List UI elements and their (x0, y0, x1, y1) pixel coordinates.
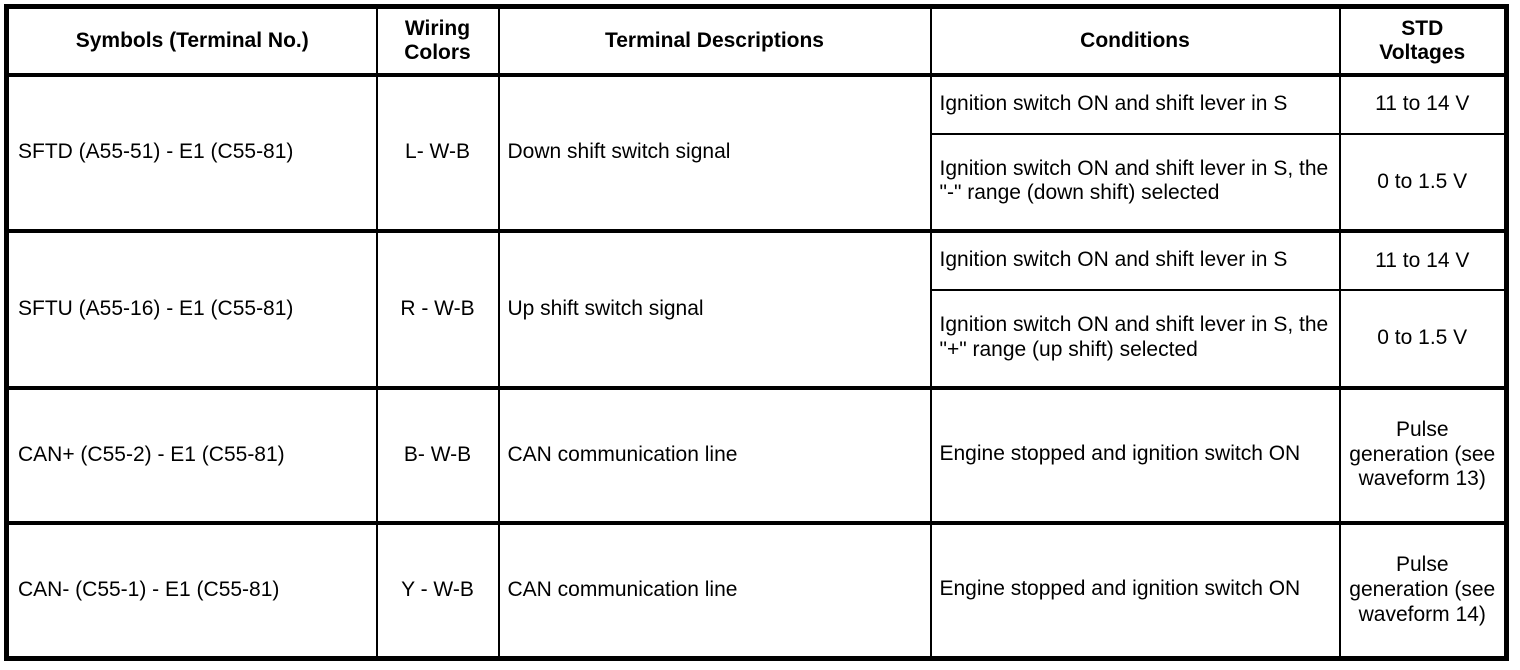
column-header-std-voltages-line1: STD (1401, 17, 1444, 41)
column-header-symbols: Symbols (Terminal No.) (5, 5, 378, 76)
cell-condition: Ignition switch ON and shift lever in S,… (929, 289, 1341, 390)
cell-condition: Engine stopped and ignition switch ON (929, 385, 1341, 525)
column-header-wiring-colors-line2: Colors (404, 40, 471, 64)
column-header-conditions-label: Conditions (1080, 28, 1190, 52)
table-row: Ignition switch ON and shift lever in S,… (7, 289, 1508, 390)
column-header-std-voltages: STD Voltages (1338, 5, 1508, 76)
cell-condition: Ignition switch ON and shift lever in S (929, 72, 1341, 135)
cell-symbols: CAN- (C55-1) - E1 (C55-81) (5, 520, 378, 661)
column-header-wiring-colors-line1: Wiring (404, 17, 471, 41)
column-header-wiring-colors: Wiring Colors (375, 5, 500, 76)
column-header-conditions: Conditions (929, 5, 1341, 76)
cell-symbols: CAN+ (C55-2) - E1 (C55-81) (5, 385, 378, 525)
cell-symbols: SFTU (A55-16) - E1 (C55-81) (5, 229, 378, 390)
cell-wiring-colors: B- W-B (375, 385, 500, 525)
table-row: Ignition switch ON and shift lever in S,… (7, 132, 1508, 234)
table-header: Symbols (Terminal No.) Wiring Colors Ter… (5, 5, 1508, 76)
column-header-terminal-descriptions: Terminal Descriptions (497, 5, 932, 76)
cell-terminal-description: CAN communication line (497, 520, 932, 661)
cell-terminal-description: Up shift switch signal (497, 229, 932, 390)
cell-std-voltage: 0 to 1.5 V (1338, 289, 1508, 390)
cell-wiring-colors: R - W-B (375, 229, 500, 390)
cell-wiring-colors: L- W-B (375, 72, 500, 234)
cell-std-voltage: Pulse generation (see waveform 13) (1338, 385, 1508, 525)
terminal-specification-table: Symbols (Terminal No.) Wiring Colors Ter… (4, 4, 1509, 661)
cell-std-voltage: 11 to 14 V (1338, 72, 1508, 135)
cell-std-voltage: 0 to 1.5 V (1338, 132, 1508, 234)
cell-terminal-description: Down shift switch signal (497, 72, 932, 234)
cell-wiring-colors: Y - W-B (375, 520, 500, 661)
cell-condition: Engine stopped and ignition switch ON (929, 520, 1341, 661)
header-row: Symbols (Terminal No.) Wiring Colors Ter… (5, 5, 1508, 76)
cell-std-voltage: 11 to 14 V (1338, 229, 1508, 292)
cell-symbols: SFTD (A55-51) - E1 (C55-81) (5, 72, 378, 234)
cell-terminal-description: CAN communication line (497, 385, 932, 525)
column-header-symbols-label: Symbols (Terminal No.) (75, 28, 309, 52)
column-header-std-voltages-line2: Voltages (1379, 40, 1466, 64)
cell-condition: Ignition switch ON and shift lever in S (929, 229, 1341, 292)
column-header-terminal-descriptions-label: Terminal Descriptions (604, 28, 824, 52)
cell-condition: Ignition switch ON and shift lever in S,… (929, 132, 1341, 234)
cell-std-voltage: Pulse generation (see waveform 14) (1338, 520, 1508, 661)
